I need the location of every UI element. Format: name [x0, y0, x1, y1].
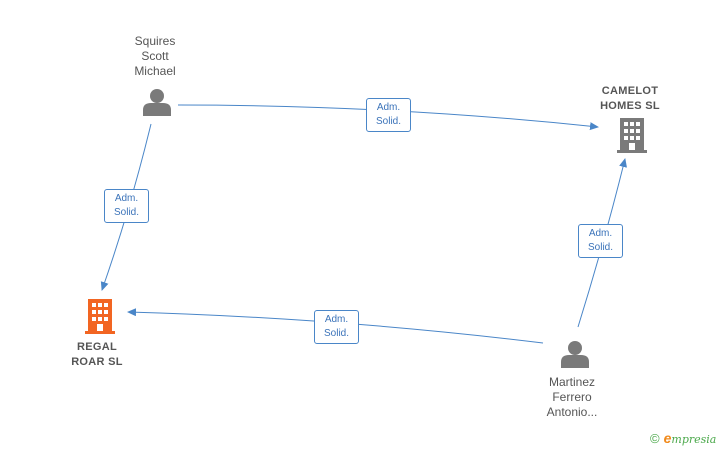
- empresia-logo: © empresia: [650, 430, 716, 446]
- node-label-squires[interactable]: Squires Scott Michael: [134, 34, 176, 78]
- edge-label-martinez-camelot: Adm. Solid.: [578, 224, 623, 258]
- person-icon[interactable]: [561, 341, 589, 368]
- edge-label-squires-regal: Adm. Solid.: [104, 189, 149, 223]
- edge-label-squires-camelot: Adm. Solid.: [366, 98, 411, 132]
- building-icon[interactable]: [617, 118, 647, 153]
- building-icon[interactable]: [85, 299, 115, 334]
- node-label-martinez[interactable]: Martinez Ferrero Antonio...: [546, 375, 598, 419]
- person-icon[interactable]: [143, 89, 171, 116]
- brand-wordmark: empresia: [663, 430, 717, 446]
- edge-label-martinez-regal: Adm. Solid.: [314, 310, 359, 344]
- copyright-symbol: ©: [650, 430, 660, 446]
- node-label-regal[interactable]: REGAL ROAR SL: [71, 341, 123, 368]
- node-label-camelot[interactable]: CAMELOT HOMES SL: [600, 85, 660, 112]
